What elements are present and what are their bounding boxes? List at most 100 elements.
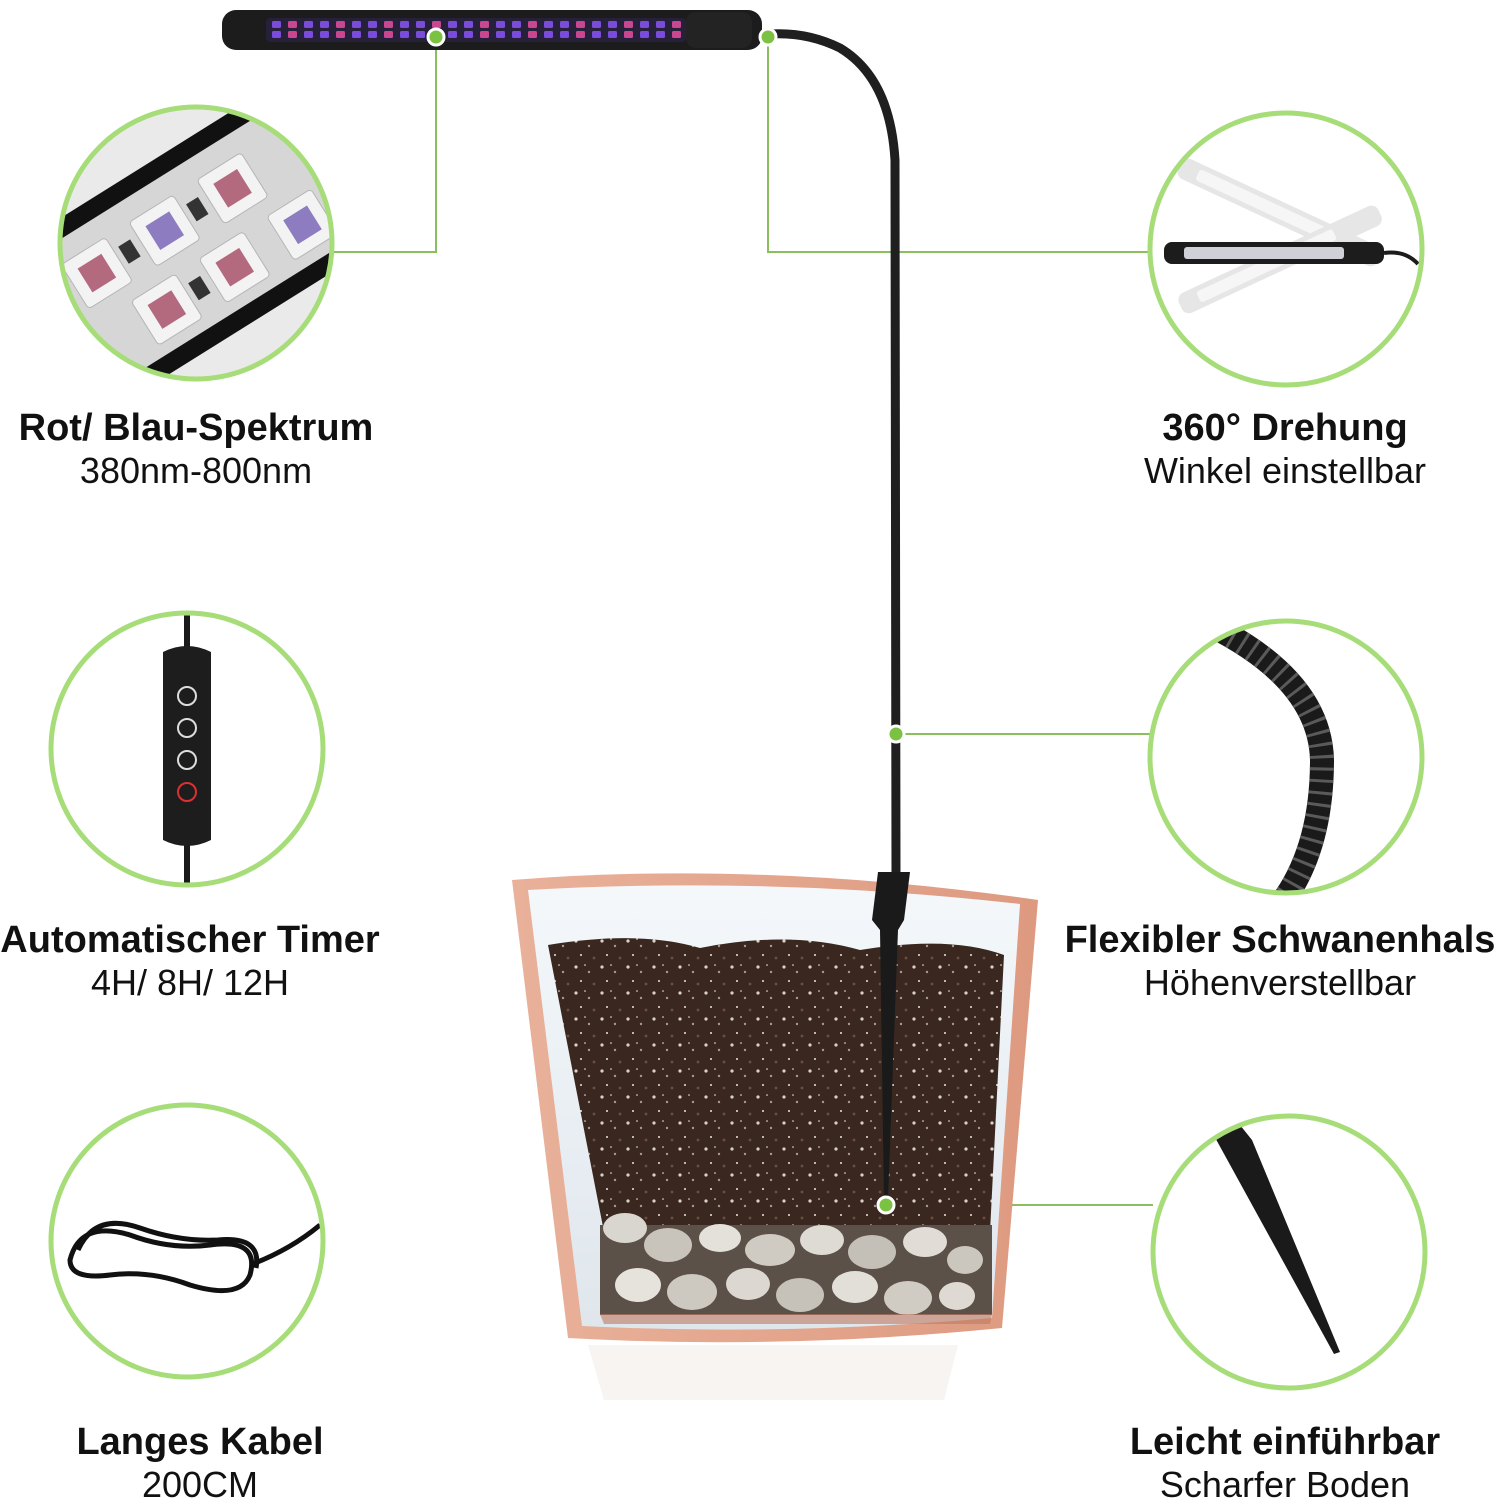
stake-feature-circle (1150, 1113, 1428, 1391)
led-chip (416, 31, 425, 38)
led-chip (624, 31, 633, 38)
timer-feature-circle (48, 610, 326, 888)
gooseneck-coil-icon (1198, 621, 1335, 893)
ground-stake-icon (1212, 1120, 1340, 1354)
led-chip (592, 21, 601, 28)
led-chip (560, 21, 569, 28)
rotation-feature-circle (1147, 110, 1425, 388)
led-chip (512, 31, 521, 38)
led-chip (448, 31, 457, 38)
led-chip (288, 31, 297, 38)
leader-spectrum (332, 38, 437, 253)
timer-remote-icon (163, 613, 211, 885)
led-chip (352, 21, 361, 28)
led-strip (266, 18, 686, 42)
caption-stake-subtitle: Scharfer Boden (1159, 1464, 1411, 1505)
led-chip (272, 21, 281, 28)
led-chip (608, 31, 617, 38)
led-chip (400, 31, 409, 38)
led-chip (672, 31, 681, 38)
caption-rotation: 360° Drehung Winkel einstellbar (1085, 406, 1485, 492)
dot-lamp (426, 27, 446, 47)
caption-spectrum: Rot/ Blau-Spektrum 380nm-800nm (0, 406, 392, 492)
led-chip (528, 31, 537, 38)
soil (548, 938, 1004, 1232)
led-chip (576, 31, 585, 38)
caption-timer-title: Automatischer Timer (0, 919, 380, 961)
led-chip (448, 21, 457, 28)
led-chip (560, 31, 569, 38)
led-chip (432, 21, 441, 28)
led-chip (512, 21, 521, 28)
led-chip (368, 31, 377, 38)
led-chip (336, 21, 345, 28)
coiled-cable-icon (67, 1220, 322, 1294)
led-dots (272, 21, 681, 38)
led-chip (400, 21, 409, 28)
caption-rotation-subtitle: Winkel einstellbar (1143, 450, 1427, 491)
led-chip (416, 21, 425, 28)
led-chip (496, 21, 505, 28)
led-chip (320, 21, 329, 28)
led-chip (368, 21, 377, 28)
caption-timer: Automatischer Timer 4H/ 8H/ 12H (0, 918, 380, 1004)
led-chip (656, 21, 665, 28)
caption-spectrum-subtitle: 380nm-800nm (79, 450, 313, 491)
led-chip (352, 31, 361, 38)
gravel-layer (600, 1213, 992, 1315)
led-chip (336, 31, 345, 38)
spectrum-feature-circle (57, 104, 335, 382)
led-chip (544, 21, 553, 28)
caption-rotation-title: 360° Drehung (1162, 407, 1408, 449)
led-chip (528, 21, 537, 28)
led-chip (464, 31, 473, 38)
led-chip (544, 31, 553, 38)
caption-cable: Langes Kabel 200CM (40, 1420, 360, 1506)
grow-light (222, 10, 910, 1200)
caption-gooseneck-title: Flexibler Schwanenhals (1064, 919, 1496, 961)
led-chip (576, 21, 585, 28)
led-chip (384, 21, 393, 28)
caption-cable-title: Langes Kabel (76, 1421, 324, 1463)
led-chip (304, 31, 313, 38)
led-chip (320, 31, 329, 38)
pot-reflection (588, 1345, 958, 1400)
led-chip (304, 21, 313, 28)
dot-neck (886, 724, 906, 744)
led-chip (592, 31, 601, 38)
led-chip (672, 21, 681, 28)
ground-stake (872, 872, 910, 1200)
caption-spectrum-title: Rot/ Blau-Spektrum (18, 407, 374, 449)
anchor-dots (426, 27, 906, 1215)
caption-gooseneck: Flexibler Schwanenhals Höhenverstellbar (1060, 918, 1500, 1004)
led-chip (496, 31, 505, 38)
led-chip (288, 21, 297, 28)
led-chip (640, 21, 649, 28)
led-chip (272, 31, 281, 38)
led-chip (624, 21, 633, 28)
dot-stake (876, 1195, 896, 1215)
led-chip (608, 21, 617, 28)
caption-stake-title: Leicht einführbar (1129, 1421, 1441, 1463)
dot-joint (758, 27, 778, 47)
led-chip-closeup-icon (60, 107, 332, 379)
lamp-joint (686, 12, 752, 48)
caption-gooseneck-subtitle: Höhenverstellbar (1143, 962, 1417, 1003)
led-chip (480, 21, 489, 28)
led-chip (480, 31, 489, 38)
caption-cable-subtitle: 200CM (141, 1464, 259, 1505)
caption-timer-subtitle: 4H/ 8H/ 12H (90, 962, 290, 1003)
rotating-lamp-bar-icon (1164, 158, 1420, 314)
gooseneck-feature-circle (1147, 618, 1425, 896)
pot-rim-shadow (600, 1314, 992, 1324)
led-chip (656, 31, 665, 38)
leader-rotation (767, 38, 1150, 253)
cable-feature-circle (48, 1102, 326, 1380)
caption-stake: Leicht einführbar Scharfer Boden (1085, 1420, 1485, 1506)
led-chip (640, 31, 649, 38)
led-chip (464, 21, 473, 28)
gooseneck-arm (747, 29, 901, 885)
flower-pot (512, 873, 1038, 1400)
led-chip (384, 31, 393, 38)
